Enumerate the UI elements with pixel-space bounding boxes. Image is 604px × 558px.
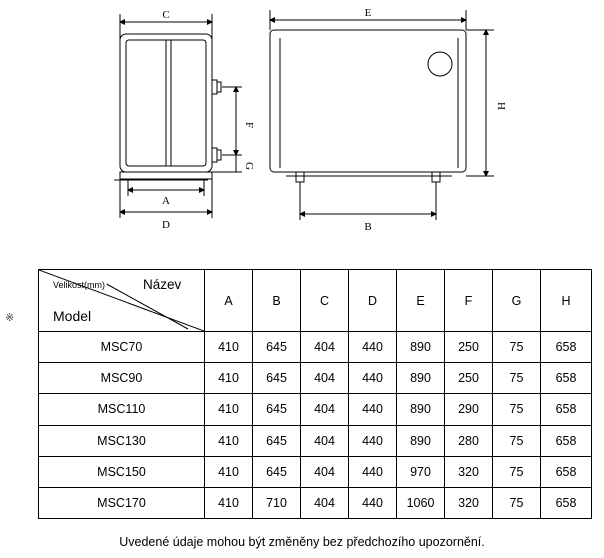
value-cell: 404 [300, 330, 349, 364]
value-cell: 250 [444, 362, 493, 395]
model-cell: MSC110 [38, 393, 205, 426]
value-cell: 75 [492, 424, 541, 457]
table-header-row: Velikost(mm) Název Model A B C D E F G H [38, 269, 592, 332]
note-marker: ※ [5, 312, 15, 324]
value-cell: 280 [444, 424, 493, 457]
value-cell: 645 [252, 455, 301, 488]
dim-label-d: D [162, 219, 170, 231]
value-cell: 658 [540, 455, 592, 488]
dim-label-e: E [365, 7, 372, 19]
column-header: E [396, 269, 445, 332]
column-header: F [444, 269, 493, 332]
dim-label-f: F [243, 122, 255, 128]
value-cell: 290 [444, 393, 493, 426]
dimension-table: Velikost(mm) Název Model A B C D E F G H… [38, 269, 592, 520]
value-cell: 320 [444, 455, 493, 488]
value-cell: 410 [204, 486, 253, 520]
value-cell: 658 [540, 362, 592, 395]
value-cell: 645 [252, 362, 301, 395]
model-cell: MSC130 [38, 424, 205, 457]
table-row: MSC150 410 645 404 440 970 320 75 658 [38, 455, 592, 488]
value-cell: 658 [540, 486, 592, 520]
value-cell: 890 [396, 424, 445, 457]
header-model-label: Model [53, 308, 92, 324]
model-cell: MSC170 [38, 486, 205, 520]
dim-label-c: C [162, 9, 169, 21]
technical-drawings: C A D F G E H B [114, 7, 507, 233]
column-header: D [348, 269, 397, 332]
value-cell: 320 [444, 486, 493, 520]
value-cell: 410 [204, 424, 253, 457]
value-cell: 890 [396, 393, 445, 426]
dim-label-g: G [243, 162, 255, 170]
value-cell: 710 [252, 486, 301, 520]
value-cell: 645 [252, 393, 301, 426]
column-header: G [492, 269, 541, 332]
column-header: H [540, 269, 592, 332]
value-cell: 440 [348, 424, 397, 457]
value-cell: 410 [204, 330, 253, 364]
value-cell: 645 [252, 330, 301, 364]
value-cell: 404 [300, 362, 349, 395]
value-cell: 75 [492, 455, 541, 488]
table-row: MSC70 410 645 404 440 890 250 75 658 [38, 330, 592, 364]
table-row: MSC110 410 645 404 440 890 290 75 658 [38, 393, 592, 426]
side-view-drawing [114, 14, 242, 218]
model-cell: MSC90 [38, 362, 205, 395]
header-diagonal-cell: Velikost(mm) Název Model [38, 269, 205, 332]
value-cell: 440 [348, 362, 397, 395]
header-dimension-label: Velikost(mm) [53, 280, 106, 290]
value-cell: 440 [348, 393, 397, 426]
value-cell: 250 [444, 330, 493, 364]
value-cell: 410 [204, 455, 253, 488]
footnote: Uvedené údaje mohou být změněny bez před… [119, 535, 485, 549]
value-cell: 410 [204, 362, 253, 395]
model-cell: MSC70 [38, 330, 205, 364]
value-cell: 404 [300, 424, 349, 457]
value-cell: 890 [396, 362, 445, 395]
table-row: MSC90 410 645 404 440 890 250 75 658 [38, 362, 592, 395]
value-cell: 658 [540, 424, 592, 457]
value-cell: 440 [348, 455, 397, 488]
value-cell: 658 [540, 330, 592, 364]
value-cell: 75 [492, 393, 541, 426]
value-cell: 404 [300, 455, 349, 488]
value-cell: 645 [252, 424, 301, 457]
model-cell: MSC150 [38, 455, 205, 488]
value-cell: 890 [396, 330, 445, 364]
dim-label-b: B [364, 221, 371, 233]
header-name-label: Název [143, 277, 182, 292]
value-cell: 75 [492, 362, 541, 395]
dim-label-h: H [495, 102, 507, 110]
value-cell: 658 [540, 393, 592, 426]
table-row: MSC170 410 710 404 440 1060 320 75 658 [38, 486, 592, 520]
table-body: MSC70 410 645 404 440 890 250 75 658 MSC… [38, 330, 592, 520]
dim-label-a: A [162, 195, 170, 207]
column-header: B [252, 269, 301, 332]
value-cell: 440 [348, 330, 397, 364]
column-header: C [300, 269, 349, 332]
value-cell: 75 [492, 486, 541, 520]
diagonal-divider [39, 270, 204, 331]
value-cell: 404 [300, 393, 349, 426]
table-row: MSC130 410 645 404 440 890 280 75 658 [38, 424, 592, 457]
value-cell: 1060 [396, 486, 445, 520]
value-cell: 75 [492, 330, 541, 364]
column-header: A [204, 269, 253, 332]
front-view-drawing [269, 10, 494, 220]
value-cell: 404 [300, 486, 349, 520]
value-cell: 440 [348, 486, 397, 520]
value-cell: 410 [204, 393, 253, 426]
value-cell: 970 [396, 455, 445, 488]
